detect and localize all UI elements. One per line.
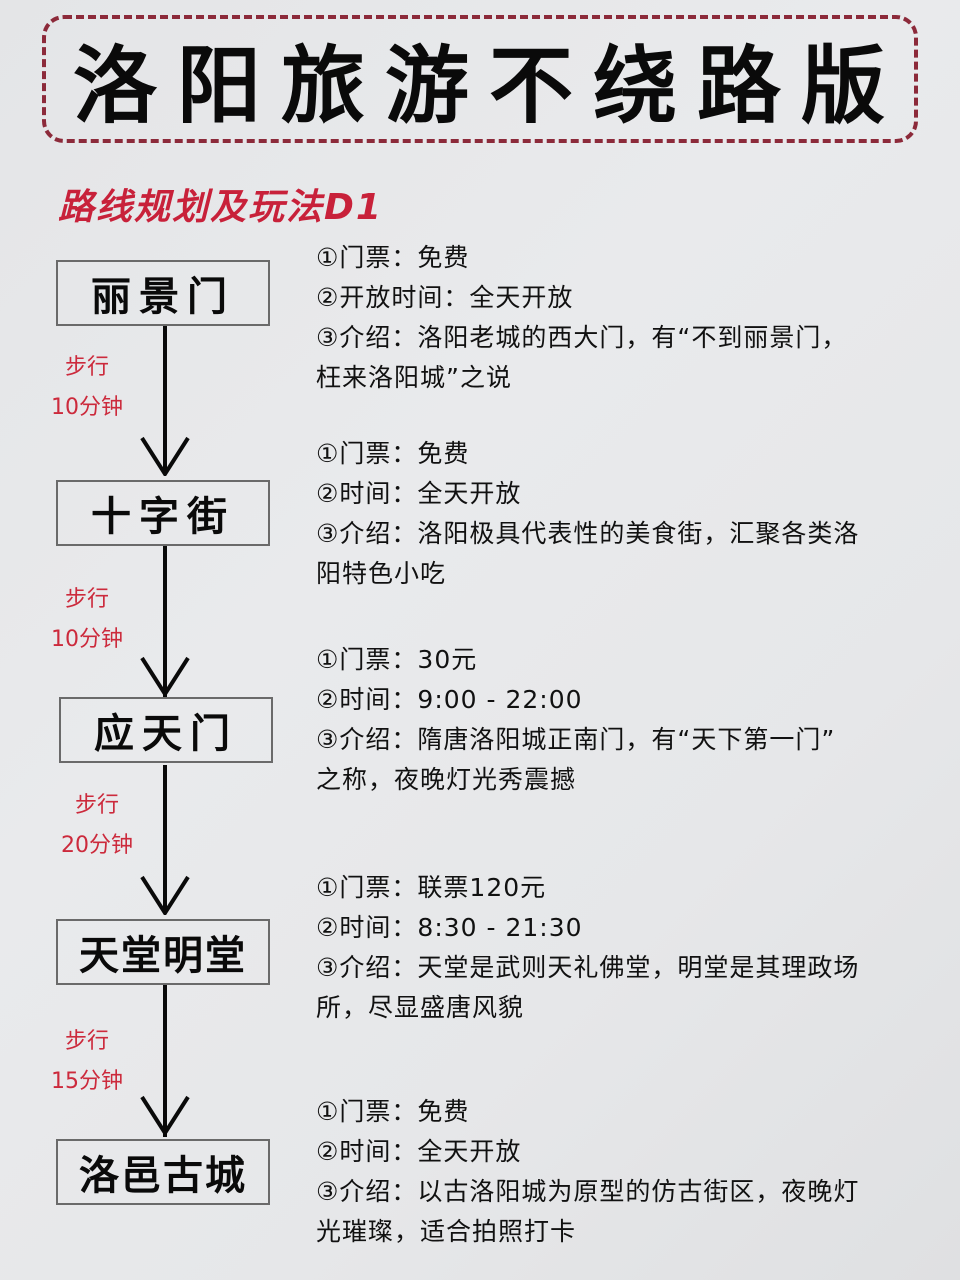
arrow-down-icon (140, 875, 190, 915)
hours-info: ②时间：全天开放 (316, 1137, 522, 1166)
stop-info-yingtianmen: ①门票：30元 ②时间：9:00 - 22:00 ③介绍：隋唐洛阳城正南门，有“… (316, 640, 926, 800)
route-connector (163, 546, 167, 698)
walk-duration: 20分钟 (61, 833, 133, 858)
ticket-info: ①门票：免费 (316, 439, 470, 468)
stop-info-luoyi-gucheng: ①门票：免费 ②时间：全天开放 ③介绍：以古洛阳城为原型的仿古街区，夜晚灯 光璀… (316, 1092, 926, 1252)
intro-info-cont: 光璀璨，适合拍照打卡 (316, 1217, 577, 1246)
route-connector (163, 326, 167, 472)
ticket-info: ①门票：30元 (316, 645, 478, 674)
ticket-info: ①门票：免费 (316, 1097, 470, 1126)
intro-info-cont: 枉来洛阳城”之说 (316, 363, 512, 392)
intro-info: ③介绍：洛阳老城的西大门，有“不到丽景门， (316, 323, 848, 352)
walk-mode: 步行 (64, 1029, 109, 1054)
walk-mode: 步行 (74, 793, 119, 818)
intro-info-cont: 阳特色小吃 (316, 559, 447, 588)
intro-info-cont: 之称，夜晚灯光秀震撼 (316, 765, 577, 794)
route-flow: 丽景门 步行 10分钟 十字街 步行 10分钟 应天门 步行 20分钟 天堂明堂… (0, 0, 300, 1280)
stop-box-tiantang-mingtang: 天堂明堂 (56, 919, 270, 985)
hours-info: ②开放时间：全天开放 (316, 283, 574, 312)
intro-info-cont: 所，尽显盛唐风貌 (316, 993, 525, 1022)
intro-info: ③介绍：洛阳极具代表性的美食街，汇聚各类洛 (316, 519, 860, 548)
walk-duration: 10分钟 (51, 395, 123, 420)
arrow-down-icon (140, 1095, 190, 1135)
intro-info: ③介绍：天堂是武则天礼佛堂，明堂是其理政场 (316, 953, 860, 982)
hours-info: ②时间：8:30 - 21:30 (316, 913, 583, 942)
ticket-info: ①门票：联票120元 (316, 873, 547, 902)
arrow-down-icon (140, 656, 190, 696)
intro-info: ③介绍：以古洛阳城为原型的仿古街区，夜晚灯 (316, 1177, 860, 1206)
route-connector (163, 985, 167, 1137)
hours-info: ②时间：9:00 - 22:00 (316, 685, 583, 714)
walk-mode: 步行 (64, 355, 109, 380)
stop-info-lijingmen: ①门票：免费 ②开放时间：全天开放 ③介绍：洛阳老城的西大门，有“不到丽景门， … (316, 238, 926, 398)
walk-mode: 步行 (64, 587, 109, 612)
stop-info-tiantang-mingtang: ①门票：联票120元 ②时间：8:30 - 21:30 ③介绍：天堂是武则天礼佛… (316, 868, 926, 1028)
walk-duration: 10分钟 (51, 627, 123, 652)
stop-info-shizijie: ①门票：免费 ②时间：全天开放 ③介绍：洛阳极具代表性的美食街，汇聚各类洛 阳特… (316, 434, 926, 594)
stop-box-luoyi-gucheng: 洛邑古城 (56, 1139, 270, 1205)
walk-label: 步行 20分钟 (52, 786, 142, 866)
walk-label: 步行 10分钟 (42, 348, 132, 428)
walk-label: 步行 10分钟 (42, 580, 132, 660)
arrow-down-icon (140, 436, 190, 476)
title-banner: 洛阳旅游不绕路版 (42, 15, 918, 143)
stop-box-yingtianmen: 应天门 (59, 697, 273, 763)
walk-duration: 15分钟 (51, 1069, 123, 1094)
stop-box-shizijie: 十字街 (56, 480, 270, 546)
walk-label: 步行 15分钟 (42, 1022, 132, 1102)
stop-box-lijingmen: 丽景门 (56, 260, 270, 326)
hours-info: ②时间：全天开放 (316, 479, 522, 508)
ticket-info: ①门票：免费 (316, 243, 470, 272)
intro-info: ③介绍：隋唐洛阳城正南门，有“天下第一门” (316, 725, 836, 754)
page-title: 洛阳旅游不绕路版 (72, 35, 905, 135)
section-title: 路线规划及玩法D1 (58, 187, 383, 228)
route-connector (163, 765, 167, 911)
